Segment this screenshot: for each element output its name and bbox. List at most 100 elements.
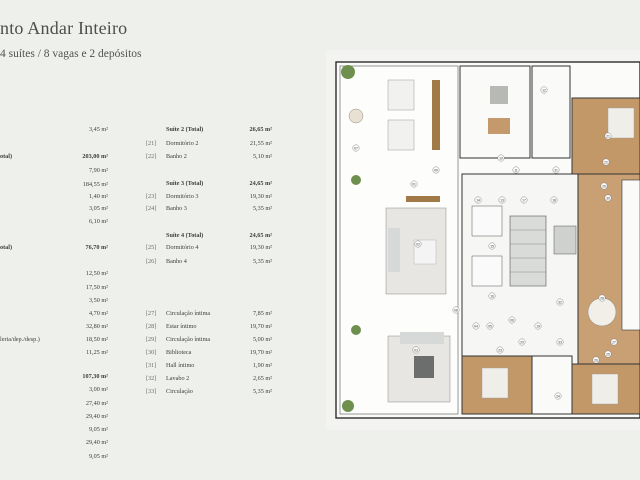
dining-table-2 <box>387 119 415 151</box>
right-row-label: Suíte 3 (Total) <box>166 180 204 187</box>
room-marker-label: 12 <box>542 88 546 92</box>
left-row-value: 29,40 m² <box>85 439 108 446</box>
right-row-value: 1,90 m² <box>252 362 272 369</box>
right-row-value: 24,65 m² <box>249 180 272 187</box>
plant-4 <box>342 400 354 412</box>
right-row-value: 5,35 m² <box>252 258 272 265</box>
left-table-row: otal) 203,00 m² <box>0 153 120 160</box>
left-row-label: leria/dep./desp.) <box>0 336 40 343</box>
right-row-value: 2,65 m² <box>252 375 272 382</box>
left-row-value: 3,50 m² <box>88 297 108 304</box>
left-row-value: 3,45 m² <box>88 126 108 133</box>
left-row-value: 9,05 m² <box>88 426 108 433</box>
room-marker <box>610 338 618 346</box>
room-marker-label: 09 <box>434 168 438 172</box>
room-marker <box>352 144 360 152</box>
room-marker-label: 08 <box>454 308 458 312</box>
left-row-label: otal) <box>0 153 13 160</box>
room-marker <box>496 346 504 354</box>
room-marker-label: 28 <box>600 296 604 300</box>
right-row-value: 19,30 m² <box>249 244 272 251</box>
room-marker <box>410 180 418 188</box>
room-marker <box>512 166 520 174</box>
lounge-table <box>414 356 434 378</box>
right-row-number: [28] <box>146 323 157 330</box>
room-marker-label: 13 <box>500 198 504 202</box>
left-row-value: 203,00 m² <box>82 153 108 160</box>
right-row-label: Banho 3 <box>166 205 187 212</box>
room-marker <box>604 132 612 140</box>
left-row-value: 76,70 m² <box>85 244 108 251</box>
room-marker <box>534 322 542 330</box>
right-row-value: 5,10 m² <box>252 153 272 160</box>
right-row-label: Lavabo 2 <box>166 375 190 382</box>
room-marker-label: 25 <box>606 352 610 356</box>
room-marker-label: 05 <box>488 324 492 328</box>
left-row-value: 184,55 m² <box>82 181 108 188</box>
left-row-value: 17,50 m² <box>85 284 108 291</box>
room-marker <box>598 294 606 302</box>
room-marker-label: 19 <box>536 324 540 328</box>
left-row-value: 3,05 m² <box>88 205 108 212</box>
right-row-label: Biblioteca <box>166 349 192 356</box>
right-row-label: Banho 4 <box>166 258 187 265</box>
room-marker-label: 20 <box>520 340 524 344</box>
right-row-label: Circulação íntima <box>166 310 211 317</box>
closets <box>621 179 640 331</box>
room-marker-label: 06 <box>510 318 514 322</box>
right-row-number: [26] <box>146 258 157 265</box>
right-row-value: 5,00 m² <box>252 336 272 343</box>
right-row-label: Banho 2 <box>166 153 187 160</box>
bed-3 <box>481 367 509 399</box>
right-row-number: [24] <box>146 205 157 212</box>
room-marker <box>488 292 496 300</box>
room-marker-label: 04 <box>474 324 478 328</box>
room-marker-label: 22 <box>604 160 608 164</box>
round-room <box>587 297 617 327</box>
plant-3 <box>351 325 361 335</box>
room-marker-label: 17 <box>522 198 526 202</box>
elevator-1 <box>471 205 503 237</box>
room-marker <box>412 346 420 354</box>
room-marker <box>452 306 460 314</box>
room-marker-label: 26 <box>594 358 598 362</box>
right-row-label: Suíte 4 (Total) <box>166 232 204 239</box>
left-row-value: 18,50 m² <box>85 336 108 343</box>
room-marker-label: 11 <box>514 168 518 172</box>
left-row-value: 32,80 m² <box>85 323 108 330</box>
right-row-number: [31] <box>146 362 157 369</box>
room-marker <box>552 166 560 174</box>
page-subtitle: 4 suítes / 8 vagas e 2 depósitos <box>0 48 142 60</box>
left-row-value: 7,90 m² <box>88 167 108 174</box>
right-row-label: Circulação <box>166 388 193 395</box>
room-marker-label: 29 <box>602 184 606 188</box>
right-row-number: [27] <box>146 310 157 317</box>
right-row-value: 26,65 m² <box>249 126 272 133</box>
room-marker-label: 14 <box>476 198 480 202</box>
left-row-value: 107,30 m² <box>82 373 108 380</box>
bed-1 <box>607 107 635 139</box>
room-marker <box>432 166 440 174</box>
left-row-value: 27,40 m² <box>85 400 108 407</box>
elevator-2 <box>471 255 503 287</box>
right-row-value: 24,65 m² <box>249 232 272 239</box>
room-marker <box>488 242 496 250</box>
kitchen <box>459 65 531 159</box>
right-row-number: [21] <box>146 140 157 147</box>
room-marker <box>498 196 506 204</box>
room-marker-label: 07 <box>354 146 358 150</box>
kitchen-table <box>488 118 510 134</box>
room-marker-label: 24 <box>556 394 560 398</box>
left-row-value: 11,25 m² <box>86 349 108 356</box>
room-marker <box>554 392 562 400</box>
right-row-number: [32] <box>146 375 157 382</box>
right-row-number: [25] <box>146 244 157 251</box>
room-marker <box>556 338 564 346</box>
room-marker <box>540 86 548 94</box>
plant-1 <box>341 65 355 79</box>
